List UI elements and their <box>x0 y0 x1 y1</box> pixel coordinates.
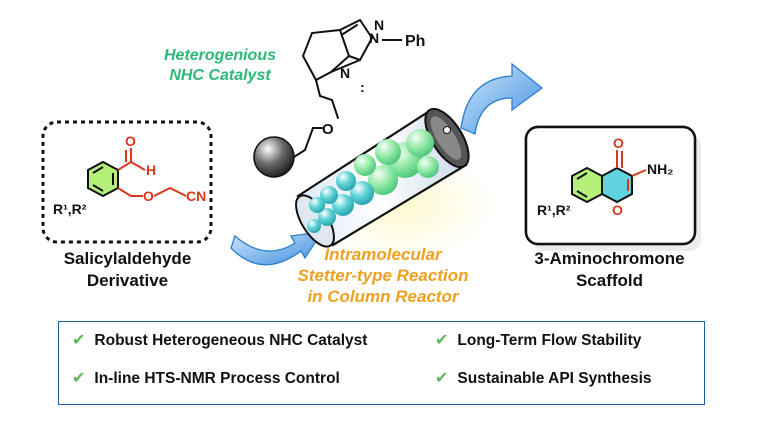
ring-o-label: O <box>612 202 623 218</box>
reaction-label-line1: Intramolecular <box>324 245 442 264</box>
salicylaldehyde-box <box>41 120 213 244</box>
right-r-groups-label: R¹,R² <box>537 202 571 218</box>
feature-item-2: ✔ Long-Term Flow Stability <box>435 331 641 351</box>
arrow-out-icon <box>460 62 544 135</box>
left-r-groups-label: R¹,R² <box>53 201 87 217</box>
catalyst-label: Heterogenious NHC Catalyst <box>140 46 300 86</box>
right-compound-name-line2: Scaffold <box>575 271 644 290</box>
feature-text-1: Robust Heterogeneous NHC Catalyst <box>94 332 368 349</box>
catalyst-structure <box>293 18 374 158</box>
aldehyde-o-label: O <box>125 133 136 149</box>
right-compound-name: 3-Aminochromone Scaffold <box>522 248 697 292</box>
catalyst-n-label-1: N <box>369 30 379 46</box>
right-compound-name-line1: 3-Aminochromone <box>534 249 685 268</box>
check-icon: ✔ <box>72 370 86 387</box>
nitrile-label: CN <box>186 188 206 204</box>
features-box <box>58 321 705 405</box>
reaction-label: Intramolecular Stetter-type Reaction in … <box>268 244 498 307</box>
resin-bead-icon <box>253 136 295 178</box>
reaction-label-line3: in Column Reactor <box>307 287 459 306</box>
feature-text-3: In-line HTS-NMR Process Control <box>94 370 340 387</box>
catalyst-o-label: O <box>322 121 334 138</box>
feature-text-4: Sustainable API Synthesis <box>457 370 652 387</box>
salicylaldehyde-structure <box>87 148 187 198</box>
ether-o-label: O <box>143 188 154 204</box>
check-icon: ✔ <box>435 370 449 387</box>
check-icon: ✔ <box>435 332 449 349</box>
catalyst-label-line2: NHC Catalyst <box>169 67 271 84</box>
column-reactor-icon <box>295 107 470 248</box>
left-compound-name-line2: Derivative <box>86 271 169 290</box>
arrow-in-icon <box>230 231 324 266</box>
amine-label: NH₂ <box>647 161 673 177</box>
reaction-label-line2: Stetter-type Reaction <box>297 266 469 285</box>
catalyst-n-label-3: N <box>340 65 350 81</box>
catalyst-n-label-2: N <box>374 17 384 33</box>
feature-item-4: ✔ Sustainable API Synthesis <box>435 369 652 389</box>
ketone-o-label: O <box>613 135 624 151</box>
carbene-dots-icon: : <box>360 79 365 95</box>
catalyst-ph-label: Ph <box>405 33 425 50</box>
check-icon: ✔ <box>72 332 86 349</box>
feature-item-1: ✔ Robust Heterogeneous NHC Catalyst <box>72 331 367 351</box>
left-compound-name: Salicylaldehyde Derivative <box>40 248 215 292</box>
feature-text-2: Long-Term Flow Stability <box>457 332 642 349</box>
feature-item-3: ✔ In-line HTS-NMR Process Control <box>72 369 340 389</box>
aldehyde-h-label: H <box>146 162 156 178</box>
aminochromone-structure <box>571 150 647 204</box>
left-compound-name-line1: Salicylaldehyde <box>63 249 192 268</box>
catalyst-label-line1: Heterogenious <box>163 47 276 64</box>
